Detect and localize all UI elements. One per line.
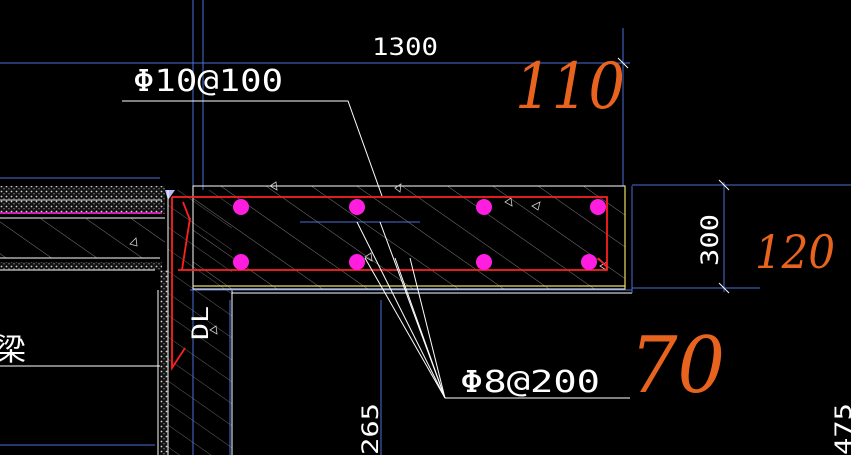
span-dimension: 1300: [372, 33, 438, 61]
rebar-dot: [349, 254, 365, 270]
rebar-outline: [171, 196, 609, 372]
handwritten-bottom: 70: [630, 321, 725, 411]
rebar-bars: [233, 199, 606, 270]
stirrup-label: Φ8@200: [460, 365, 600, 400]
rebar-dot: [349, 199, 365, 215]
rebar-dot: [476, 199, 492, 215]
handwritten-right: 120: [755, 225, 835, 279]
lower-dimension-left: 265: [359, 403, 384, 455]
rebar-dot: [233, 254, 249, 270]
top-rebar-label: Φ10@100: [133, 64, 283, 99]
rebar-dot: [590, 199, 606, 215]
rebar-dot: [233, 199, 249, 215]
handwritten-top: 110: [515, 50, 625, 124]
leader-lines: [122, 100, 630, 399]
rebar-dot: [581, 254, 597, 270]
cantilever-beam: [129, 181, 633, 335]
left-slab: [0, 186, 175, 367]
dimension-ticks: [617, 57, 730, 294]
depth-dimension: 300: [696, 214, 724, 266]
lower-dimension-right: 475: [832, 403, 851, 455]
rebar-dot: [476, 254, 492, 270]
beam-char: 梁: [0, 333, 26, 368]
wall-label: DL: [189, 306, 214, 340]
